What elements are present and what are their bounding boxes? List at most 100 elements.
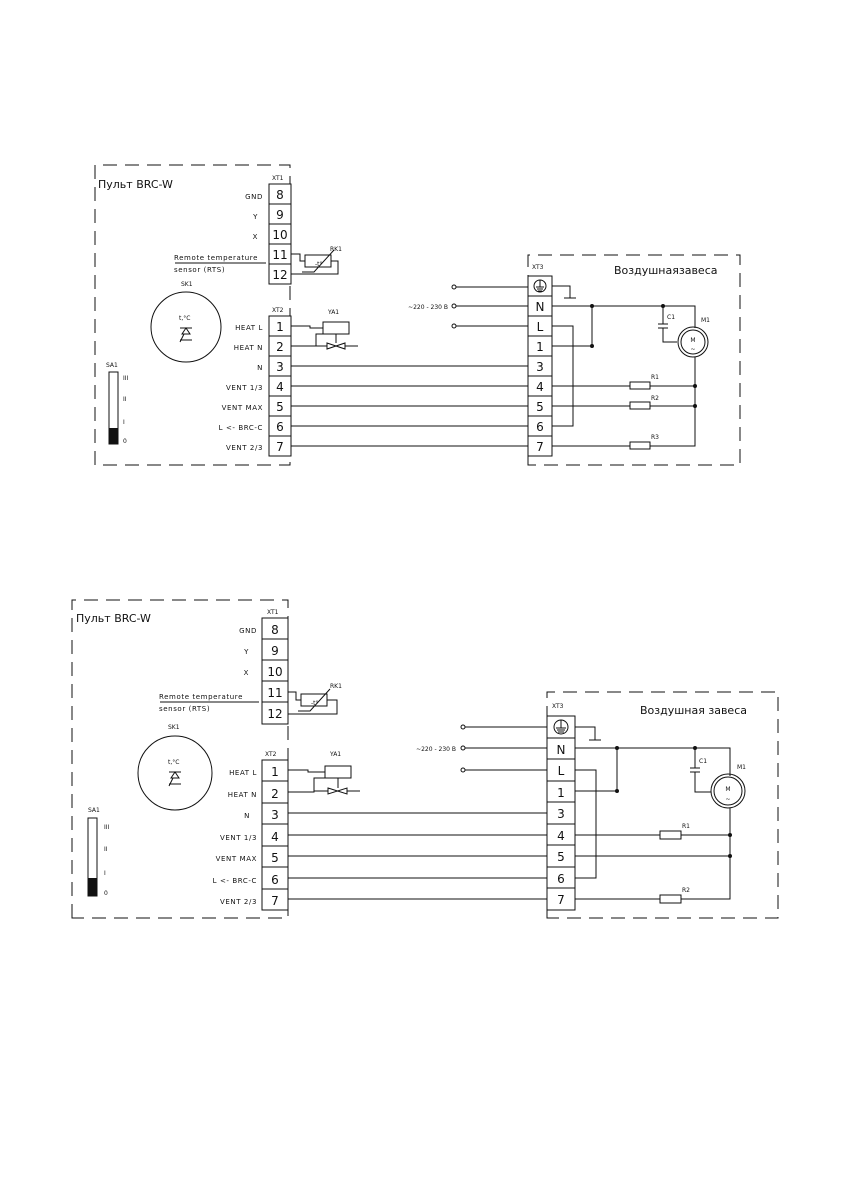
xt1-label: XT1 xyxy=(272,175,284,182)
xt1-terminal-number: 8 xyxy=(271,623,279,637)
sa1-position: II xyxy=(123,396,127,403)
xt2-terminal-label: VENT MAX xyxy=(222,404,263,412)
resistor-icon xyxy=(629,441,651,450)
sa1-position: 0 xyxy=(104,890,108,897)
xt1-terminal-label: Y xyxy=(243,648,249,656)
xt2-terminal-label: L <- BRC-C xyxy=(213,877,257,885)
resistor-icon xyxy=(659,894,682,904)
remote-frame xyxy=(94,164,291,466)
xt3-terminal-label: N xyxy=(557,743,566,757)
resistor-label: R2 xyxy=(651,395,659,402)
xt2-terminal-number: 1 xyxy=(276,320,284,334)
c1-label: C1 xyxy=(667,314,675,321)
xt1-terminal-number: 11 xyxy=(272,248,287,262)
sensor-label: Remote temperature xyxy=(159,693,243,701)
xt3-terminal-label: 6 xyxy=(557,872,565,886)
xt1-terminal-number: 9 xyxy=(276,208,284,222)
xt2-terminal-label: VENT MAX xyxy=(216,855,257,863)
ya1-valve: YA1 xyxy=(291,309,358,350)
xt1-terminal-number: 10 xyxy=(267,665,282,679)
xt1-terminal-number: 9 xyxy=(271,644,279,658)
xt1-terminal-number: 12 xyxy=(272,268,287,282)
resistor-icon xyxy=(659,830,682,840)
xt2-terminal-number: 5 xyxy=(271,851,279,865)
xt3-terminal-label: 1 xyxy=(536,340,544,354)
sa1-switch: III II I 0 xyxy=(108,371,129,445)
m1-label: M1 xyxy=(737,764,746,771)
rk1-sub: -t° xyxy=(311,700,319,707)
xt2-terminal-number: 3 xyxy=(271,808,279,822)
xt3-terminal-label: 4 xyxy=(536,380,544,394)
supply-label: ~220 - 230 В xyxy=(416,746,456,753)
resistor-icon xyxy=(629,381,651,390)
xt2-terminal-label: VENT 2/3 xyxy=(220,898,257,906)
xt3-terminal-label: 7 xyxy=(557,893,565,907)
xt3-terminal-label: 4 xyxy=(557,829,565,843)
remote-frame xyxy=(71,599,289,919)
xt2-terminal-label: HEAT N xyxy=(228,791,257,799)
curtain-internal-wiring: C1 M1 M ~ R1 R2 xyxy=(575,746,746,904)
wiring-diagram-2: Пульт BRC-W XT1 8 9 10 11 12 GND Y X Rem… xyxy=(71,599,779,919)
xt2-terminal-label: HEAT L xyxy=(229,769,257,777)
sk1-thermostat-icon xyxy=(150,291,222,363)
sensor-label-2: sensor (RTS) xyxy=(174,266,225,274)
c1-label: C1 xyxy=(699,758,707,765)
xt2-terminal-number: 7 xyxy=(276,440,284,454)
curtain-title: Воздушная завеса xyxy=(640,704,747,717)
sensor-label: Remote temperature xyxy=(174,254,258,262)
sa1-position: I xyxy=(104,870,106,877)
sa1-position: III xyxy=(123,375,129,382)
xt3-terminal-label: 5 xyxy=(557,850,565,864)
xt2-terminal-label: VENT 1/3 xyxy=(226,384,263,392)
resistor-label: R2 xyxy=(682,887,690,894)
sa1-position: III xyxy=(104,824,110,831)
supply-label: ~220 - 230 В xyxy=(408,304,448,311)
rk1-label: RK1 xyxy=(330,246,342,253)
xt2-terminal-number: 5 xyxy=(276,400,284,414)
xt1-terminal-label: GND xyxy=(239,627,257,635)
sa1-position: 0 xyxy=(123,438,127,445)
xt2-terminal-number: 6 xyxy=(276,420,284,434)
xt2-terminal-label: L <- BRC-C xyxy=(219,424,263,432)
ground-icon xyxy=(553,719,569,735)
sa1-position: II xyxy=(104,846,108,853)
xt1-terminal-label: X xyxy=(253,233,258,241)
xt3-terminal-label: 6 xyxy=(536,420,544,434)
sa1-label: SA1 xyxy=(106,362,118,369)
terminal-block-xt1: 8 9 10 11 12 xyxy=(261,617,289,725)
m1-inner-label: M xyxy=(725,786,730,793)
sk1-label: SK1 xyxy=(181,281,193,288)
sk1-label: SK1 xyxy=(168,724,180,731)
xt3-terminal-label: L xyxy=(558,764,565,778)
xt3-terminal-label: L xyxy=(537,320,544,334)
xt2-terminal-number: 6 xyxy=(271,873,279,887)
xt3-label: XT3 xyxy=(532,264,544,271)
xt1-terminal-number: 10 xyxy=(272,228,287,242)
terminal-block-xt2: 1 2 3 4 5 6 7 xyxy=(261,759,289,911)
resistor-icon xyxy=(629,401,651,410)
xt3-terminal-label: 1 xyxy=(557,786,565,800)
sa1-switch: III II I 0 xyxy=(87,817,110,897)
ya1-label: YA1 xyxy=(329,751,341,758)
xt3-label: XT3 xyxy=(552,703,564,710)
xt2-label: XT2 xyxy=(265,751,277,758)
xt2-terminal-label: HEAT L xyxy=(235,324,263,332)
xt2-terminal-label: VENT 2/3 xyxy=(226,444,263,452)
xt2-terminal-label: N xyxy=(257,364,263,372)
control-wires xyxy=(291,365,528,447)
ya1-valve: YA1 xyxy=(288,751,360,795)
xt3-terminal-label: 7 xyxy=(536,440,544,454)
ground-icon xyxy=(533,279,547,293)
motor-icon xyxy=(710,773,746,809)
triac-icon xyxy=(179,327,192,343)
xt1-label: XT1 xyxy=(267,609,279,616)
sk1-inner-label: t,°C xyxy=(179,315,190,322)
triac-icon xyxy=(168,771,181,787)
rk1-thermistor: RK1 -t° xyxy=(288,683,342,715)
xt2-terminal-label: HEAT N xyxy=(234,344,263,352)
rk1-sub: -t° xyxy=(315,261,323,268)
curtain-frame xyxy=(546,691,779,919)
xt1-terminal-label: Y xyxy=(252,213,258,221)
xt1-terminal-label: X xyxy=(244,669,249,677)
